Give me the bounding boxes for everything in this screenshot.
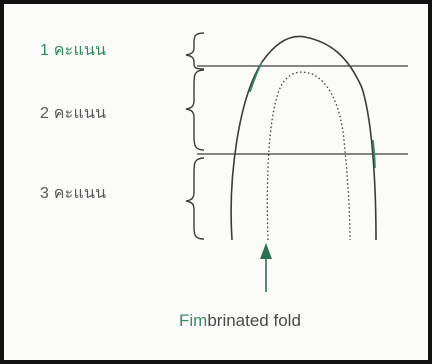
caption-tail: brinated fold — [207, 311, 301, 330]
score-label-1: 1 คะแนน — [40, 42, 107, 59]
brace-score-1 — [185, 32, 205, 70]
outer-arch-accent-left — [249, 61, 263, 93]
outer-arch — [230, 35, 377, 241]
brace-score-2 — [185, 69, 205, 151]
score-label-3: 3 คะแนน — [40, 185, 107, 202]
pointer-arrow-head — [260, 243, 272, 259]
score-label-2: 2 คะแนน — [40, 105, 107, 122]
outer-arch-accent-right — [372, 139, 376, 169]
caption-head: Fim — [179, 311, 208, 330]
inner-dotted-arch — [266, 71, 351, 241]
brace-score-3 — [185, 157, 205, 240]
fimbriated-fold-caption: Fimbrinated fold — [179, 311, 301, 331]
